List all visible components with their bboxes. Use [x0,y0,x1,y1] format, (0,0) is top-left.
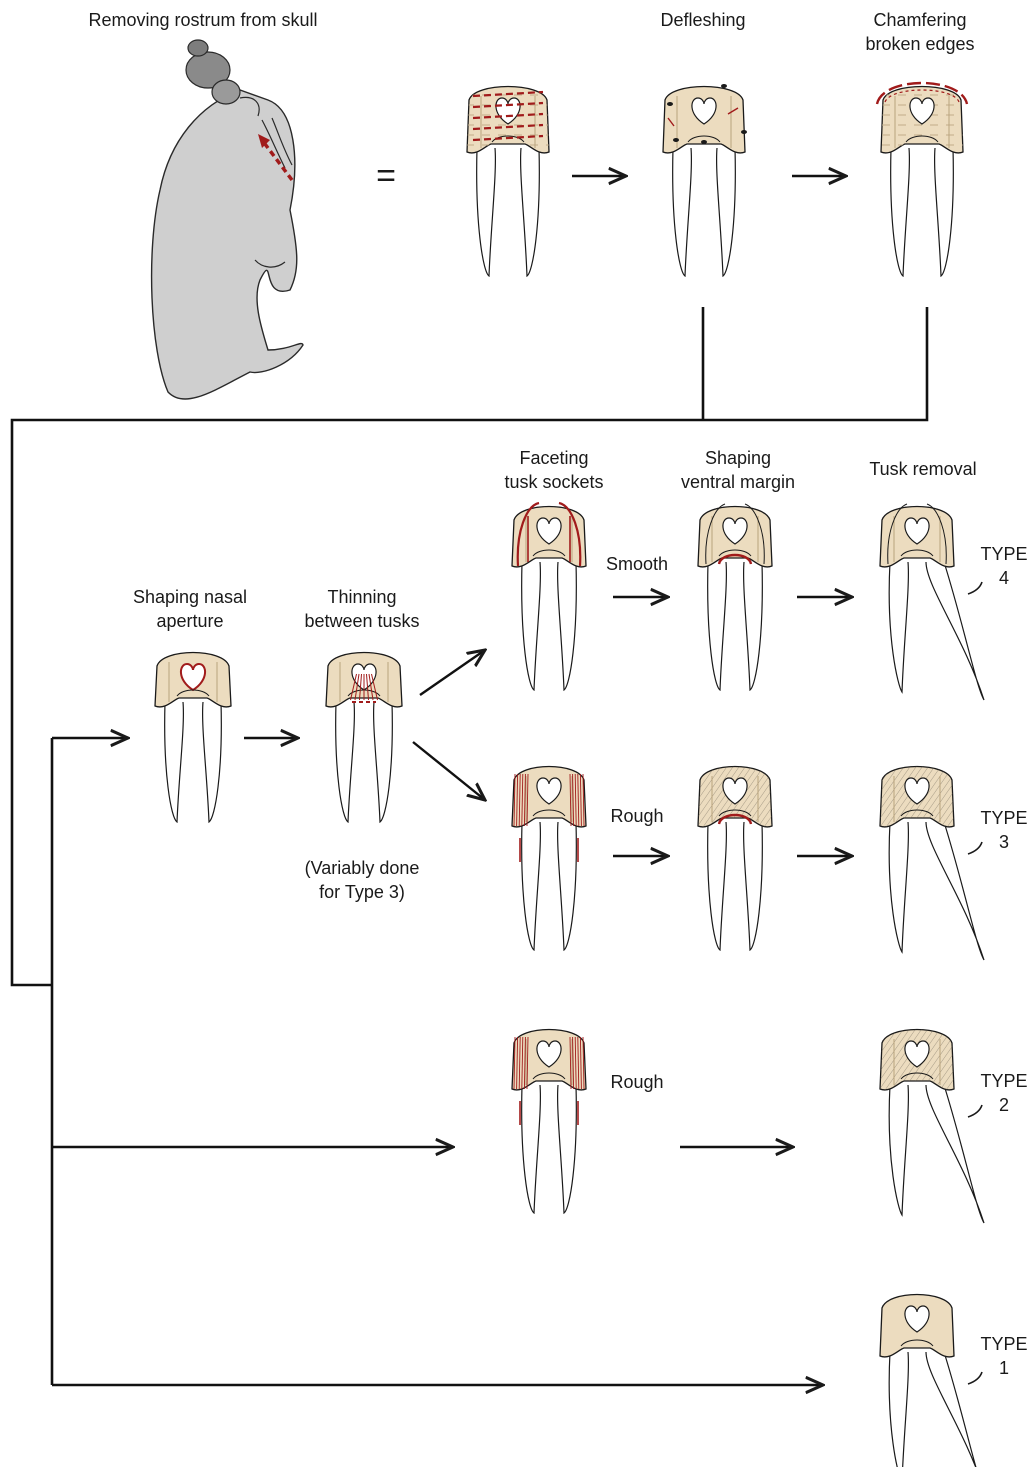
rostrum-removal-type3 [880,767,984,961]
rostrum-faceting-rough-t2 [512,1030,586,1214]
label-removing-rostrum: Removing rostrum from skull [58,8,348,32]
rostrum-removal-type1 [880,1295,984,1467]
label-smooth: Smooth [597,552,677,576]
rostrum-shaping-nasal [155,653,231,823]
walrus-illustration [152,40,303,399]
label-rough-type2: Rough [597,1070,677,1094]
rostrum-initial [467,87,549,277]
rostrum-faceting-rough [512,767,586,951]
label-defleshing: Defleshing [633,8,773,32]
rostrum-thinning [326,653,402,823]
rostrum-chamfering [877,83,967,276]
label-tusk-removal: Tusk removal [848,457,998,481]
rostrum-removal-type2 [880,1030,984,1224]
equals-sign: = [361,158,411,194]
rostrum-defleshing [663,84,747,276]
rostrum-ventral-smooth [698,504,772,690]
label-rough-type3: Rough [597,804,677,828]
rostrum-removal-type4 [880,504,984,700]
rostrum-faceting-smooth [512,503,586,690]
arrow-to-rough-branch [413,742,485,800]
arrow-to-smooth-branch [420,650,485,695]
rostrum-ventral-rough [698,767,772,951]
